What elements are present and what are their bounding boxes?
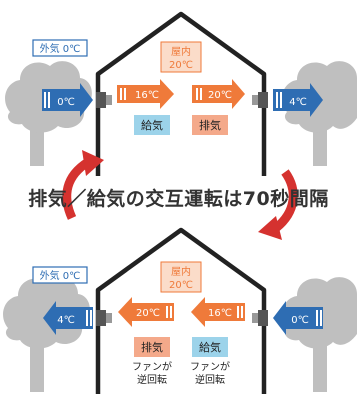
supply-label-box (192, 337, 228, 357)
top-panel: 外気 0℃ 屋内 20℃ 0℃ 16℃ 給気 (5, 11, 357, 176)
exhaust-label: 排気 (141, 340, 163, 354)
left-outside-temp: 4℃ (57, 315, 75, 326)
left-inside-temp: 20℃ (136, 308, 160, 319)
outdoor-temp-label: 外気 0℃ (40, 42, 81, 55)
tree-icon (3, 277, 90, 392)
indoor-temp-box (160, 261, 202, 293)
blue-arrow (273, 301, 323, 335)
cycle-caption: 排気／給気の交互運転は70秒間隔 (28, 188, 329, 210)
vent-unit-icon (96, 92, 112, 108)
left-inside-temp: 16℃ (135, 90, 159, 101)
blue-arrow (42, 83, 93, 117)
indoor-label: 屋内 (171, 45, 191, 58)
supply-label: 給気 (141, 118, 163, 132)
vent-unit-icon (96, 310, 112, 326)
fan-reverse-note: ファンが (132, 360, 172, 373)
supply-label-box (134, 115, 170, 135)
indoor-temp: 20℃ (169, 280, 193, 291)
orange-arrow (117, 79, 174, 109)
fan-reverse-note: 逆回転 (195, 373, 225, 386)
cycle-arrow-icon (258, 169, 298, 240)
right-inside-temp: 20℃ (208, 90, 232, 101)
orange-arrow (192, 79, 245, 109)
vent-unit-icon (252, 310, 268, 326)
orange-arrow (191, 297, 245, 327)
exhaust-label: 排気 (199, 118, 221, 132)
tree-icon (282, 61, 357, 166)
indoor-temp: 20℃ (169, 60, 193, 71)
vent-unit-icon (252, 92, 268, 108)
indoor-temp-box (160, 41, 202, 73)
tree-icon (5, 61, 92, 166)
indoor-label: 屋内 (171, 265, 191, 278)
outdoor-temp-box (32, 39, 88, 57)
outdoor-temp-label: 外気 0℃ (40, 269, 81, 282)
right-inside-temp: 16℃ (208, 308, 232, 319)
blue-arrow (273, 83, 323, 117)
exhaust-label-box (192, 115, 228, 135)
cycle-arrow-icon (62, 150, 104, 220)
blue-arrow (43, 301, 93, 335)
exhaust-label-box (134, 337, 170, 357)
supply-label: 給気 (199, 340, 221, 354)
right-outside-temp: 0℃ (291, 315, 309, 326)
bottom-panel: 外気 0℃ 屋内 20℃ 4℃ 20℃ 排気 ファンが 逆回転 (3, 227, 357, 394)
fan-reverse-note: ファンが (190, 360, 230, 373)
tree-icon (282, 277, 357, 392)
orange-arrow (118, 297, 174, 327)
fan-reverse-note: 逆回転 (137, 373, 167, 386)
left-outside-temp: 0℃ (57, 97, 75, 108)
outdoor-temp-box (32, 266, 88, 284)
right-outside-temp: 4℃ (289, 97, 307, 108)
